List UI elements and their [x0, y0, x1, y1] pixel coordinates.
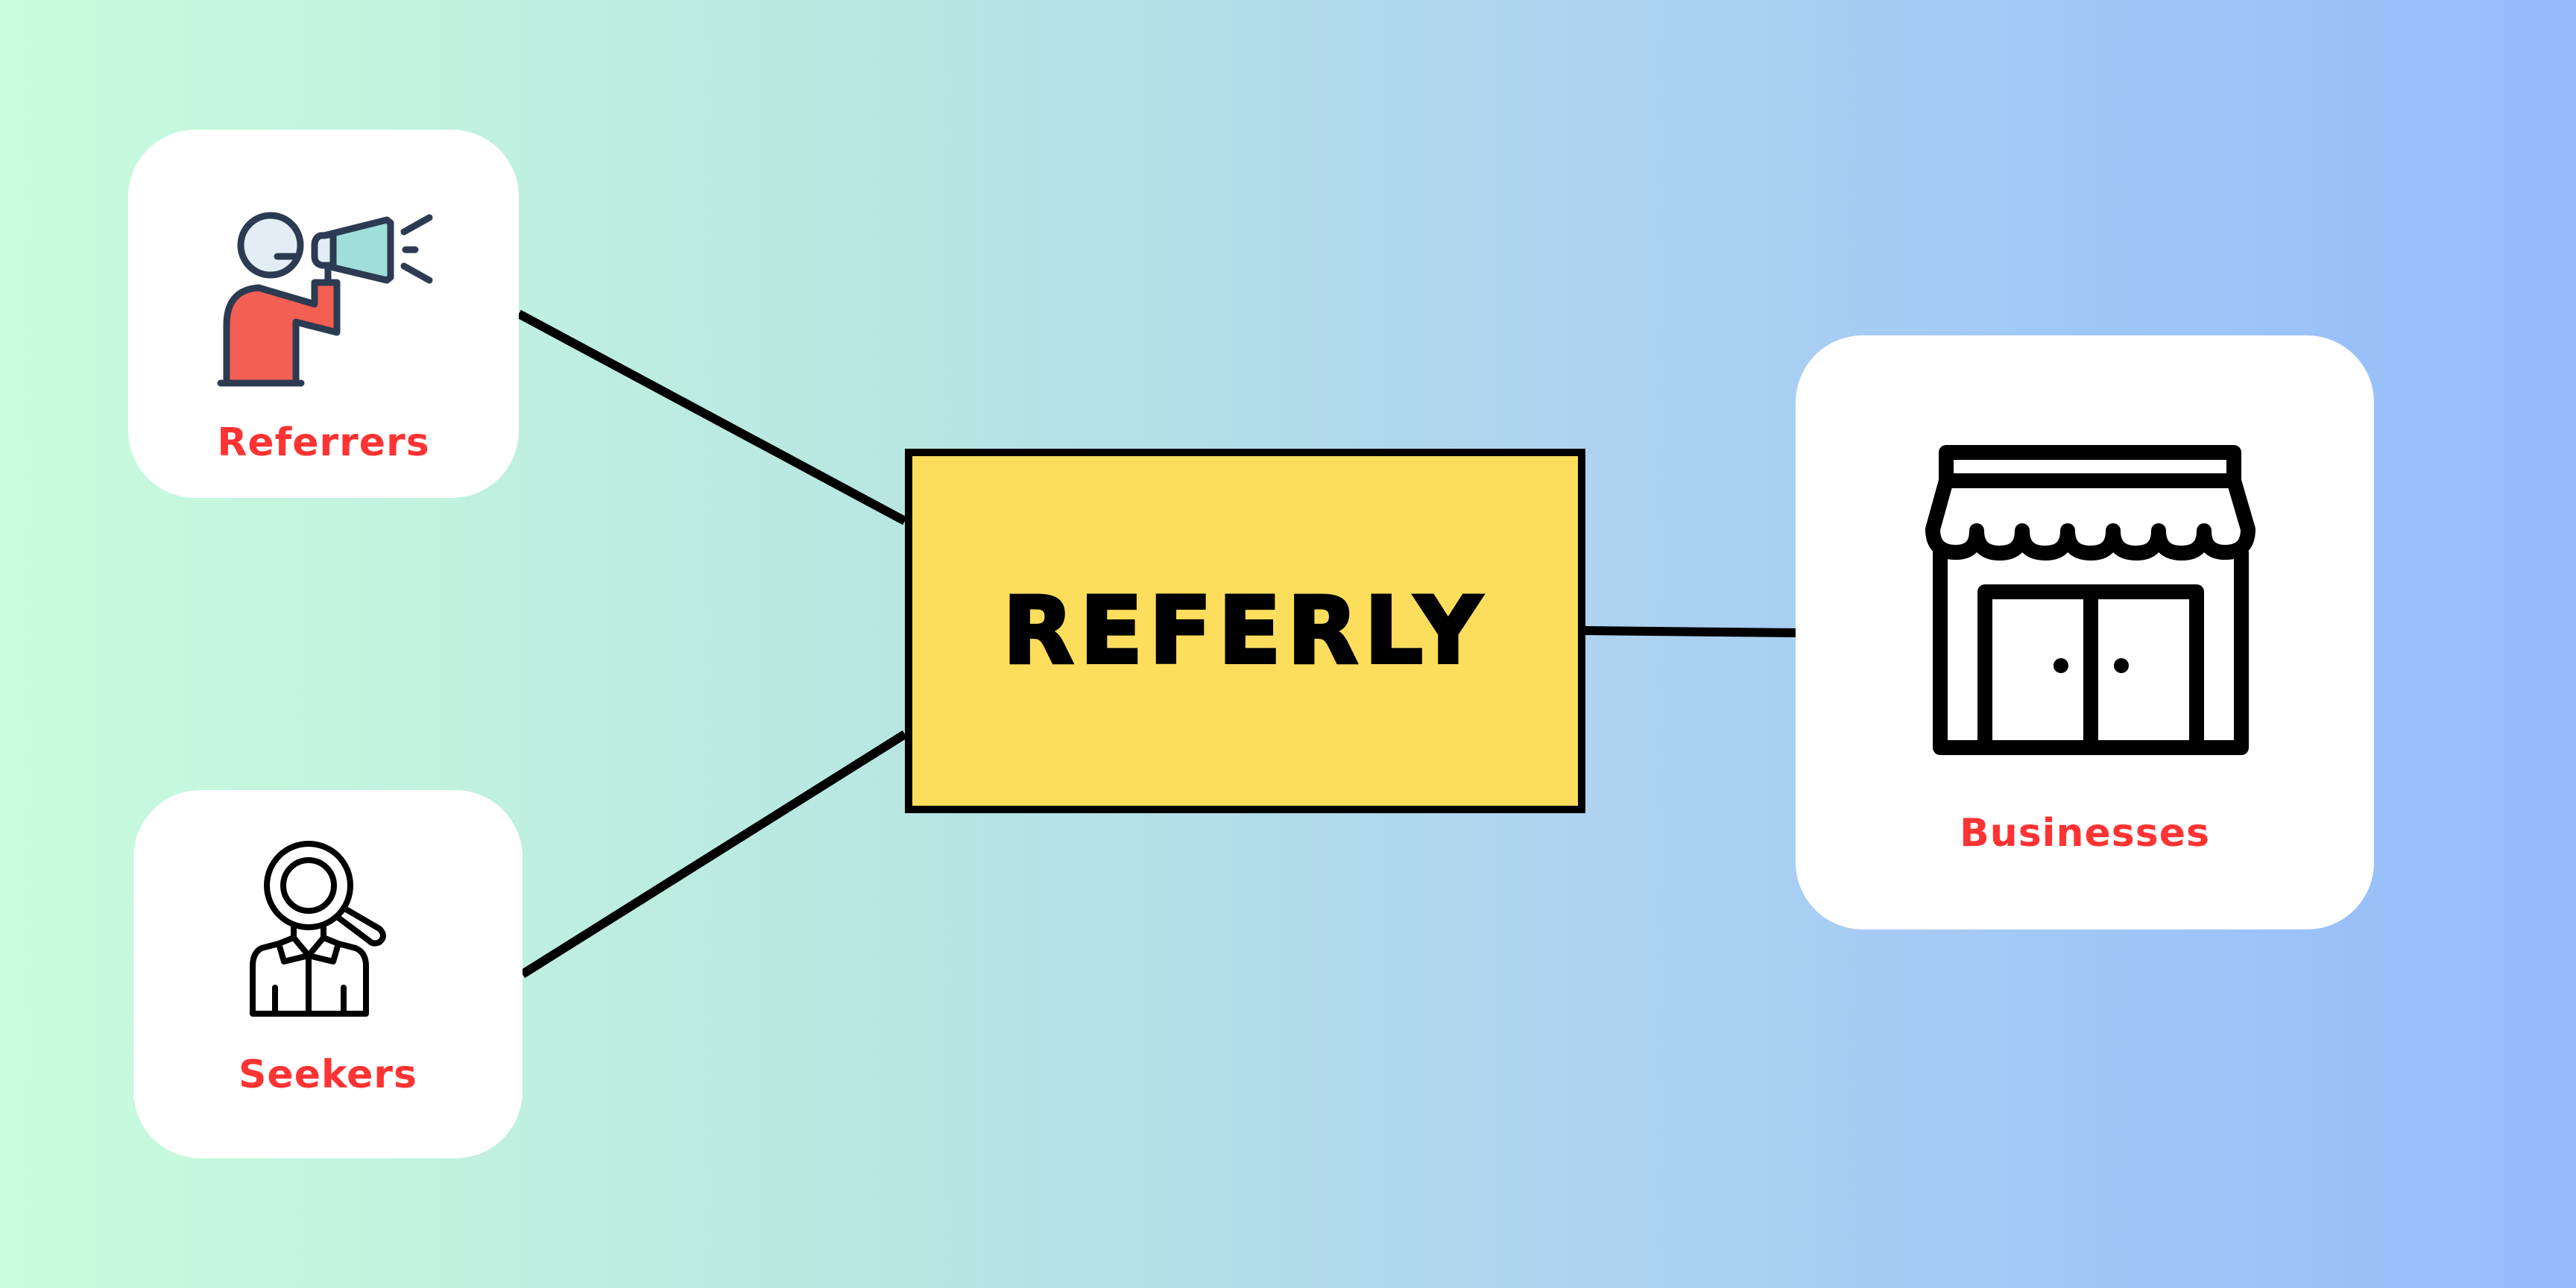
seekers-node: Seekers	[133, 790, 523, 1158]
seekers-label: Seekers	[238, 1052, 418, 1097]
connector-seekers	[520, 730, 908, 979]
hub-title: REFERLY	[1001, 576, 1488, 686]
connector-businesses	[1585, 626, 1796, 637]
megaphone-person-icon	[217, 212, 433, 387]
referrers-node: Referrers	[128, 130, 519, 498]
job-seeker-magnifier-icon	[250, 841, 386, 1017]
referrers-label: Referrers	[217, 420, 430, 465]
businesses-label: Businesses	[1960, 811, 2210, 856]
referly-hub: REFERLY	[905, 449, 1585, 813]
storefront-icon	[1925, 445, 2255, 755]
connector-referrers	[517, 309, 907, 525]
businesses-node: Businesses	[1796, 335, 2374, 929]
